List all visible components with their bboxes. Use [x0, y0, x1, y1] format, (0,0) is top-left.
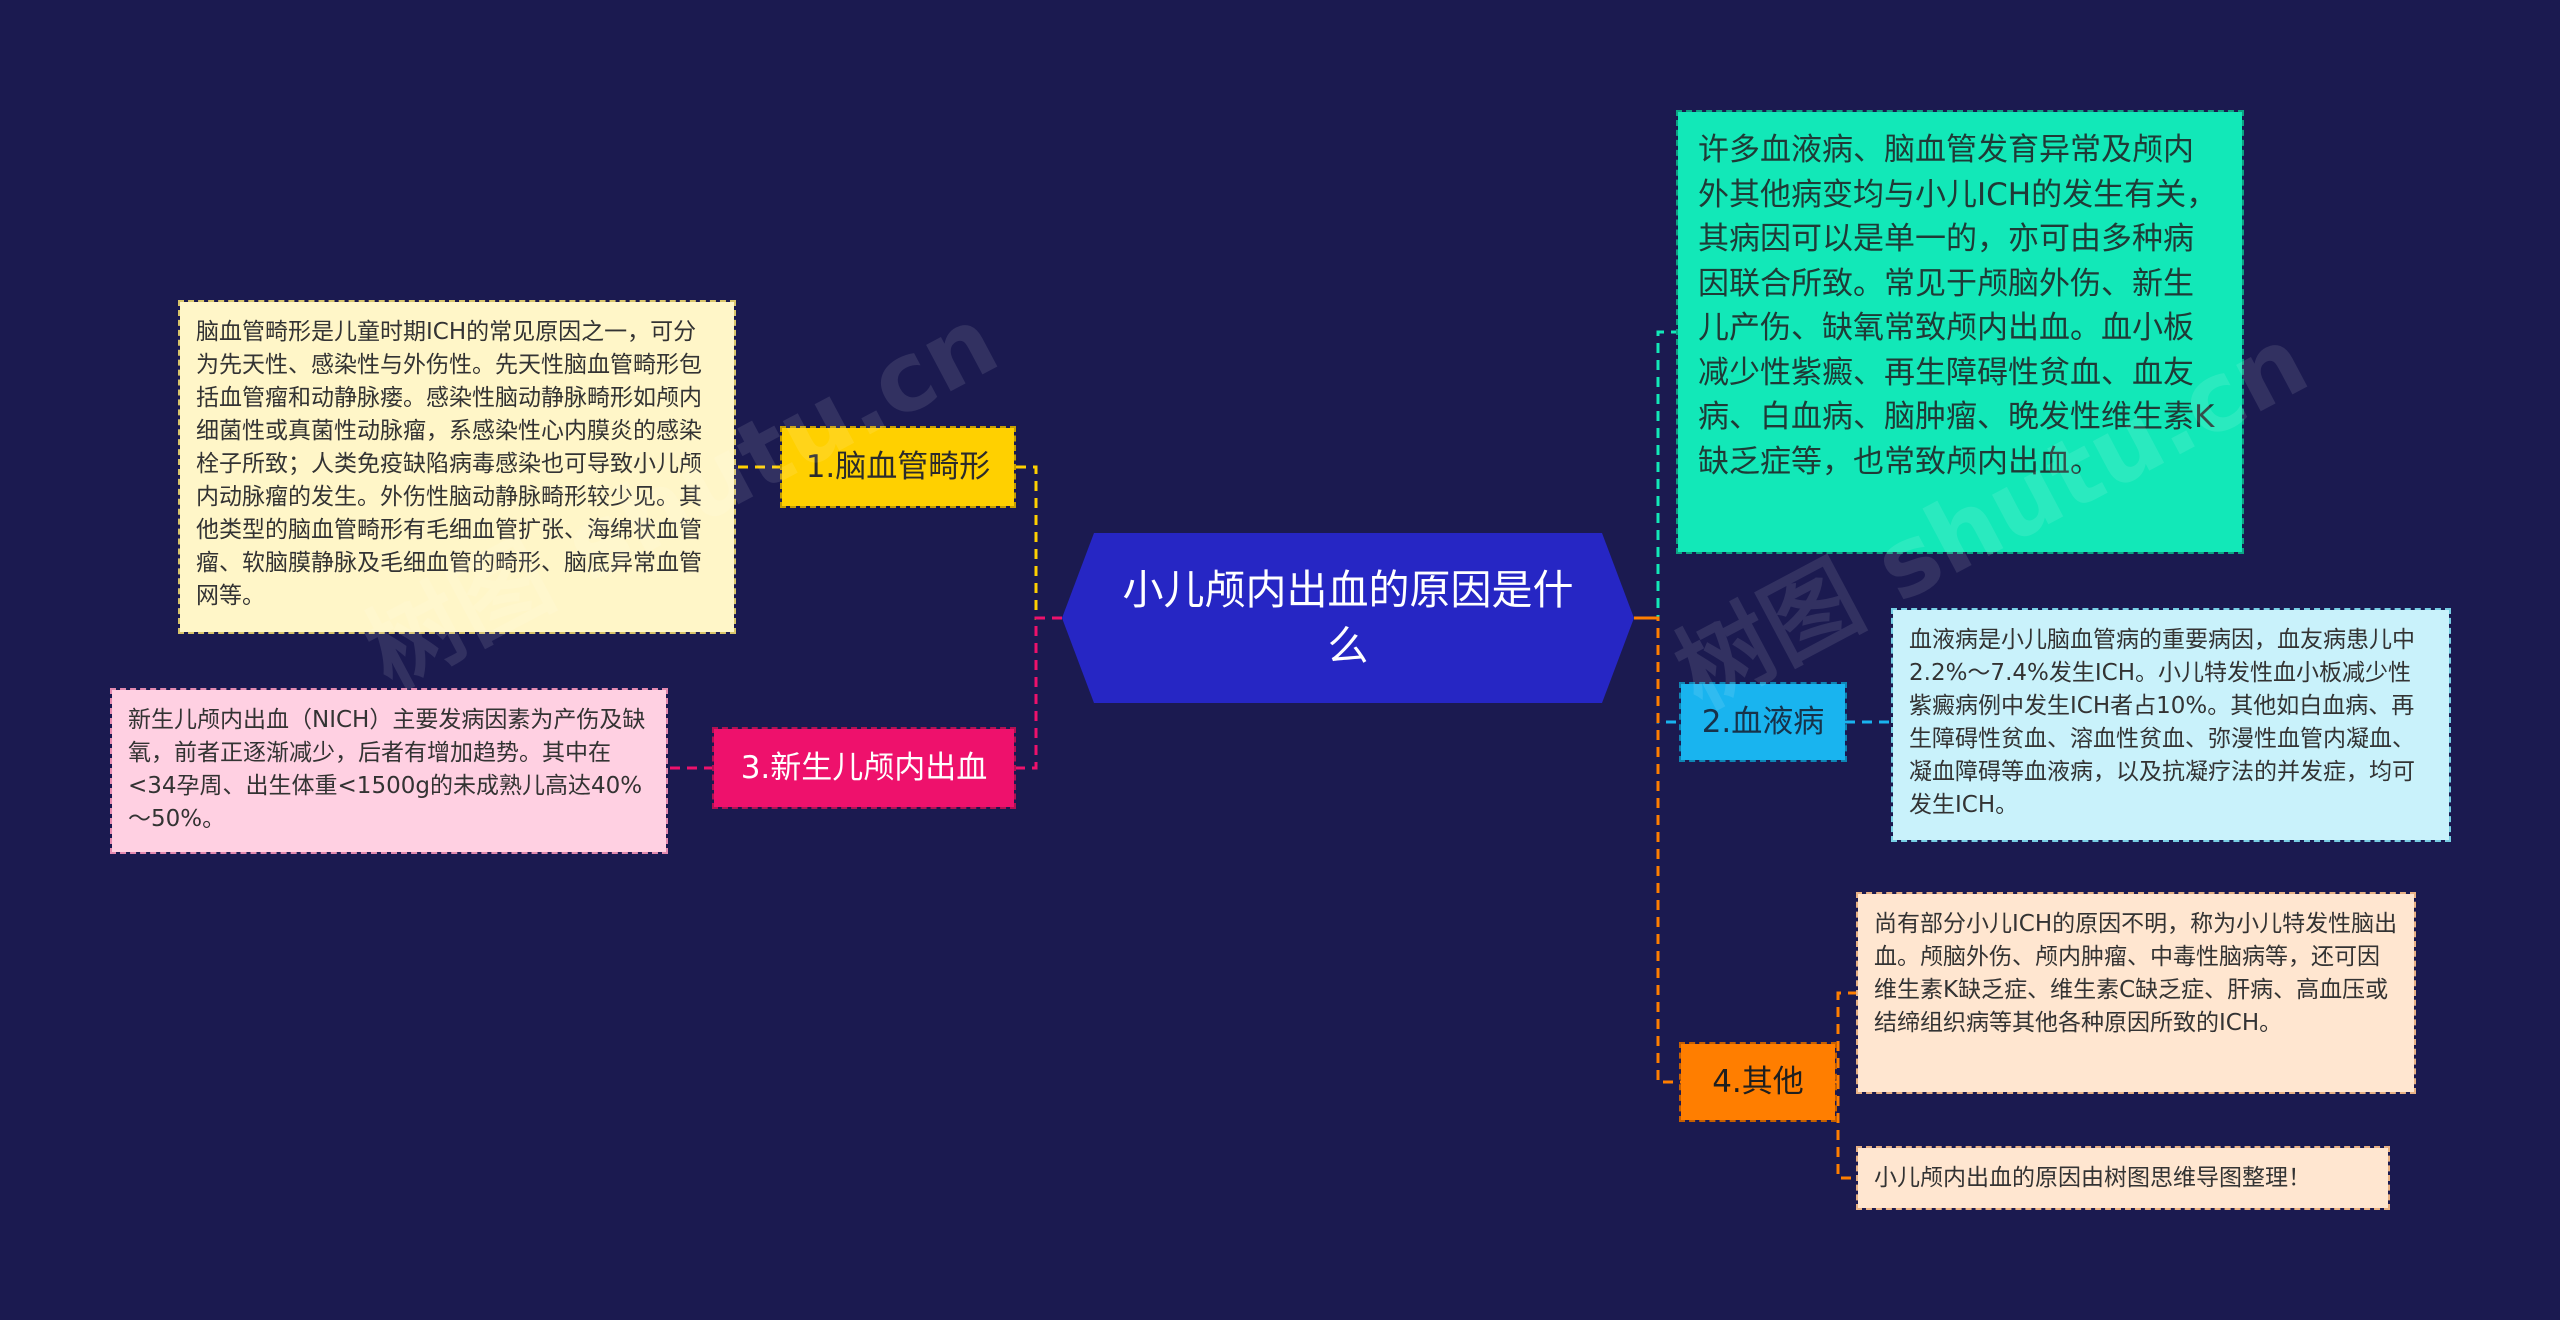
leaf-credit[interactable]: 小儿颅内出血的原因由树图思维导图整理！ [1856, 1146, 2390, 1210]
connector-root-to-b3 [1014, 616, 1062, 770]
connector-root-to-b4 [1634, 616, 1681, 1084]
branch-vascular-malformation[interactable]: 1.脑血管畸形 [780, 426, 1016, 508]
leaf-blood-disease[interactable]: 血液病是小儿脑血管病的重要病因，血友病患儿中2.2%～7.4%发生ICH。小儿特… [1891, 608, 2451, 842]
leaf-text: 新生儿颅内出血（NICH）主要发病因素为产伤及缺氧，前者正逐渐减少，后者有增加趋… [128, 707, 646, 832]
leaf-text: 许多血液病、脑血管发育异常及颅内外其他病变均与小儿ICH的发生有关，其病因可以是… [1698, 132, 2218, 480]
leaf-text: 小儿颅内出血的原因由树图思维导图整理！ [1874, 1165, 2311, 1191]
root-topic-label: 小儿颅内出血的原因是什么 [1122, 566, 1574, 670]
branch-label: 4.其他 [1712, 1064, 1804, 1100]
branch-label: 1.脑血管畸形 [805, 449, 991, 485]
root-topic[interactable]: 小儿颅内出血的原因是什么 [1062, 533, 1634, 703]
connector-root-to-b1 [1014, 465, 1062, 620]
leaf-overview[interactable]: 许多血液病、脑血管发育异常及颅内外其他病变均与小儿ICH的发生有关，其病因可以是… [1676, 110, 2244, 554]
leaf-vascular-malformation[interactable]: 脑血管畸形是儿童时期ICH的常见原因之一，可分为先天性、感染性与外伤性。先天性脑… [178, 300, 736, 634]
leaf-other-causes[interactable]: 尚有部分小儿ICH的原因不明，称为小儿特发性脑出血。颅脑外伤、颅内肿瘤、中毒性脑… [1856, 892, 2416, 1094]
branch-other[interactable]: 4.其他 [1679, 1042, 1837, 1122]
branch-blood-disease[interactable]: 2.血液病 [1679, 682, 1847, 762]
leaf-text: 血液病是小儿脑血管病的重要病因，血友病患儿中2.2%～7.4%发生ICH。小儿特… [1909, 627, 2415, 818]
connector-root-to-top-right [1634, 330, 1678, 620]
leaf-text: 尚有部分小儿ICH的原因不明，称为小儿特发性脑出血。颅脑外伤、颅内肿瘤、中毒性脑… [1874, 911, 2398, 1036]
branch-label: 2.血液病 [1701, 704, 1825, 740]
connector-b4-to-l4b [1835, 1080, 1858, 1180]
branch-label: 3.新生儿颅内出血 [740, 750, 988, 786]
leaf-text: 脑血管畸形是儿童时期ICH的常见原因之一，可分为先天性、感染性与外伤性。先天性脑… [196, 319, 702, 609]
leaf-neonatal-hemorrhage[interactable]: 新生儿颅内出血（NICH）主要发病因素为产伤及缺氧，前者正逐渐减少，后者有增加趋… [110, 688, 668, 854]
connector-b4-to-l4a [1835, 991, 1858, 1084]
branch-neonatal-hemorrhage[interactable]: 3.新生儿颅内出血 [712, 727, 1016, 809]
